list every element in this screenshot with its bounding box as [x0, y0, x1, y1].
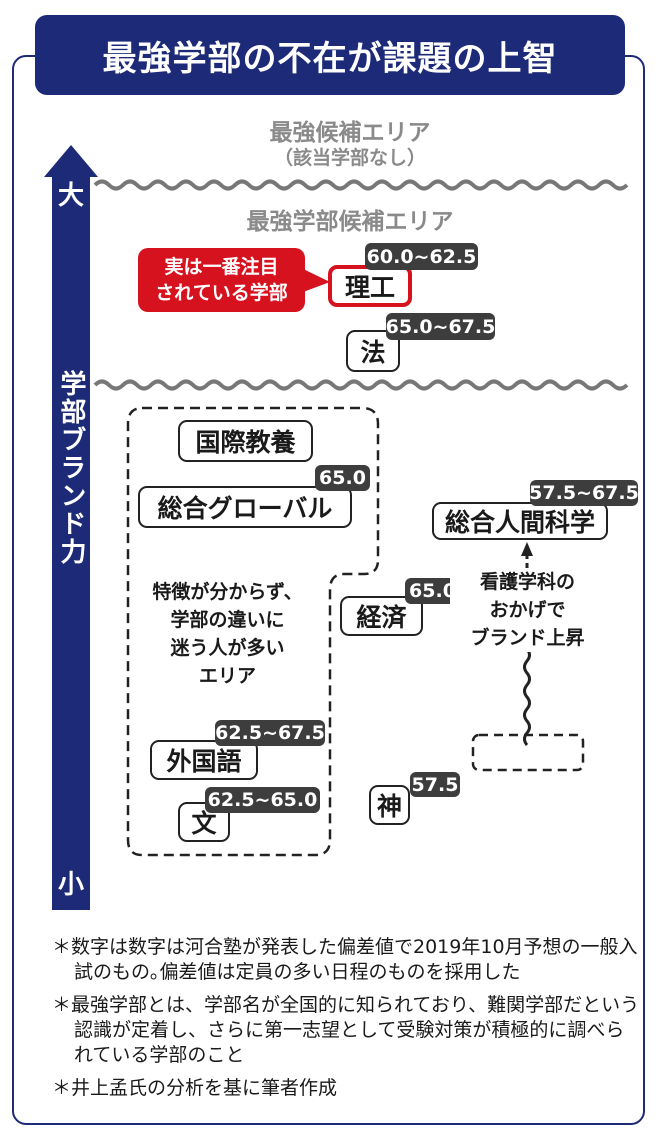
faculty-human-sciences: 総合人間科学	[432, 502, 608, 540]
axis-label: 学部ブランド力	[56, 370, 86, 566]
note-line: ブランド上昇	[470, 627, 585, 649]
faculty-law: 法	[346, 330, 400, 372]
strongest-area-sublabel: （該当学部なし）	[273, 147, 426, 169]
diagram-title: 最強学部の不在が課題の上智	[35, 15, 625, 95]
confusing-area-note: 特徴が分からず、 学部の違いに 迷う人が多い エリア	[130, 578, 325, 690]
callout-line: 実は一番注目	[164, 256, 279, 278]
score-badge: 62.5~65.0	[205, 787, 320, 813]
wavy-divider-bottom	[93, 379, 629, 391]
note-line: 迷う人が多い	[170, 637, 285, 659]
wavy-divider-top	[93, 179, 629, 191]
nursing-note: 看護学科の おかげで ブランド上昇	[450, 568, 605, 652]
score-badge: 62.5~67.5	[215, 720, 325, 746]
footnote: ＊最強学部とは、学部名が全国的に知られており、難関学部だという認識が定着し、さら…	[52, 994, 640, 1066]
callout-line: されている学部	[155, 282, 288, 304]
faculty-foreign-studies: 外国語	[150, 740, 258, 780]
note-line: 特徴が分からず、	[152, 581, 303, 603]
note-line: エリア	[198, 665, 256, 687]
faculty-liberal-arts: 国際教養	[178, 420, 313, 462]
callout-bubble: 実は一番注目 されている学部	[138, 248, 305, 312]
score-badge: 57.5~67.5	[529, 480, 639, 506]
note-line: おかげで	[489, 599, 566, 621]
rise-arrow-head-icon	[521, 542, 533, 556]
strongest-area-label: 最強候補エリア	[269, 120, 431, 146]
score-badge: 65.0~67.5	[386, 313, 495, 340]
score-badge: 65.0	[315, 465, 370, 491]
faculty-global-studies: 総合グローバル	[138, 486, 352, 528]
faculty-science-engineering: 理工	[328, 265, 412, 307]
footnote: ＊井上孟氏の分析を基に筆者作成	[52, 1077, 338, 1099]
axis-bottom-label: 小	[57, 870, 84, 900]
faculty-theology: 神	[369, 785, 410, 825]
previous-position-box	[471, 733, 585, 772]
score-badge: 57.5	[410, 772, 460, 797]
axis-top-label: 大	[57, 181, 84, 211]
note-line: 看護学科の	[479, 571, 575, 593]
score-badge: 60.0~62.5	[365, 243, 478, 270]
axis-arrow-icon	[44, 145, 98, 177]
footnote: ＊数字は数字は河合塾が発表した偏差値で2019年10月予想の一般入試のもの｡偏差…	[52, 936, 638, 983]
footnotes: ＊数字は数字は河合塾が発表した偏差値で2019年10月予想の一般入試のもの｡偏差…	[52, 935, 642, 1109]
confusing-area-outline	[126, 406, 380, 857]
note-line: 学部の違いに	[170, 609, 285, 631]
brand-axis	[52, 175, 90, 910]
candidate-area-label: 最強学部候補エリア	[246, 209, 454, 235]
